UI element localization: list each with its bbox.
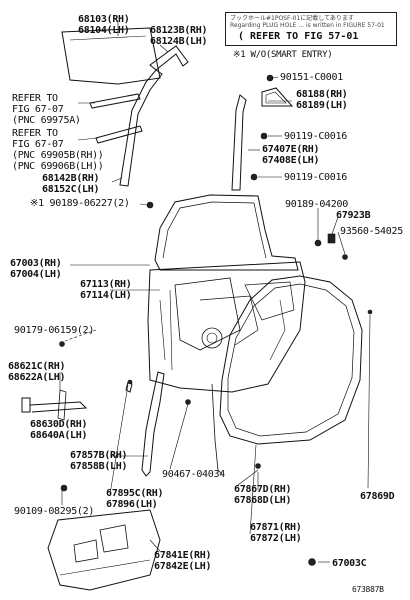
door-frame-outer xyxy=(154,194,299,271)
reference-note-box: ブックホール#1POSF-01に記載してあります Regarding PLUG … xyxy=(225,12,397,46)
label-67857: 67857B(RH) xyxy=(70,450,128,461)
label-refer2a: REFER TO xyxy=(12,128,58,139)
label-68124: 68124B(LH) xyxy=(150,36,208,47)
label-67113: 67113(RH) xyxy=(80,279,132,290)
label-67868: 67868D(LH) xyxy=(234,495,292,506)
label-67923: 67923B xyxy=(336,210,371,221)
label-refer1c: (PNC 69975A) xyxy=(12,115,81,126)
note-english-line: Regarding PLUG HOLE ... is written in FI… xyxy=(230,22,385,29)
label-68630: 68630D(RH) xyxy=(30,419,88,430)
label-90119-b: 90119-C0016 xyxy=(284,172,347,183)
door-trim-panel xyxy=(47,509,161,591)
label-67872: 67872(LH) xyxy=(250,533,302,544)
note-refer-fig[interactable]: ( REFER TO FIG 57-01 xyxy=(238,31,359,42)
label-67114: 67114(LH) xyxy=(80,290,132,301)
clip-67869 xyxy=(367,309,373,315)
label-67407: 67407E(RH) xyxy=(262,144,320,155)
label-68622: 68622A(LH) xyxy=(8,372,66,383)
label-68621: 68621C(RH) xyxy=(8,361,66,372)
label-90109: 90109-08295(2) xyxy=(14,506,95,517)
label-67896: 67896(LH) xyxy=(106,499,158,510)
label-90179: 90179-06159(2) xyxy=(14,325,95,336)
screw-90119-b xyxy=(250,173,258,181)
label-67858: 67858B(LH) xyxy=(70,461,128,472)
label-67895: 67895C(RH) xyxy=(106,488,164,499)
label-67871: 67871(RH) xyxy=(250,522,302,533)
clip-90179 xyxy=(59,341,65,347)
rear-division-bar xyxy=(231,94,247,191)
bolt-93560 xyxy=(342,254,348,260)
label-68189: 68189(LH) xyxy=(296,100,348,111)
label-90151: 90151-C0001 xyxy=(280,72,343,83)
label-67408: 67408E(LH) xyxy=(262,155,320,166)
label-68142: 68142B(RH) xyxy=(42,173,100,184)
label-refer2b: FIG 67-07 xyxy=(12,139,64,150)
label-68104: 68104(LH) xyxy=(78,25,130,36)
door-seal-67857 xyxy=(141,371,165,477)
label-67869: 67869D xyxy=(360,491,395,502)
door-glass xyxy=(61,27,161,85)
plug-67003C xyxy=(308,558,316,566)
label-90119-a: 90119-C0016 xyxy=(284,131,347,142)
screw-90119-a xyxy=(260,132,268,140)
clip-90467 xyxy=(185,399,191,405)
window-regulator xyxy=(174,277,241,351)
clip-90109 xyxy=(60,484,68,492)
label-68152: 68152C(LH) xyxy=(42,184,100,195)
label-67003c: 67003C xyxy=(332,558,367,569)
label-68103: 68103(RH) xyxy=(78,14,130,25)
label-67004: 67004(LH) xyxy=(10,269,62,280)
door-check xyxy=(21,397,31,413)
label-refer1b: FIG 67-07 xyxy=(12,104,64,115)
label-refer1a: REFER TO xyxy=(12,93,58,104)
door-hinge xyxy=(57,389,67,421)
label-68123: 68123B(RH) xyxy=(150,25,208,36)
label-90189-04200: 90189-04200 xyxy=(285,199,348,210)
label-68640: 68640A(LH) xyxy=(30,430,88,441)
belt-moulding-inner xyxy=(95,125,143,144)
bracket-67923B xyxy=(327,233,336,244)
label-67867: 67867D(RH) xyxy=(234,484,292,495)
wo-smart-entry-note: ※1 W/O(SMART ENTRY) xyxy=(233,50,333,60)
door-shell xyxy=(147,261,306,393)
quarter-window-glass xyxy=(261,87,294,107)
label-67842: 67842E(LH) xyxy=(154,561,212,572)
division-bar-front xyxy=(119,69,163,187)
label-67003: 67003(RH) xyxy=(10,258,62,269)
nut-90189-04200 xyxy=(314,239,322,247)
label-90189-06227: ※1 90189-06227(2) xyxy=(30,198,130,209)
clip-67867 xyxy=(255,463,261,469)
label-90467: 90467-04034 xyxy=(162,469,225,480)
door-weatherstrip xyxy=(219,275,363,445)
label-68188: 68188(RH) xyxy=(296,89,348,100)
figure-id: 673887B xyxy=(352,585,384,594)
belt-moulding-outer xyxy=(89,93,141,109)
note-japanese-line-1: ブックホール#1POSF-01に記載してあります xyxy=(230,15,354,22)
label-refer2c: (PNC 69905B(RH)) xyxy=(12,150,104,161)
label-67841: 67841E(RH) xyxy=(154,550,212,561)
label-93560: 93560-54025 xyxy=(340,226,403,237)
outer-weatherstrip-67869 xyxy=(211,383,223,475)
label-refer2d: (PNC 69906B(LH)) xyxy=(12,161,104,172)
